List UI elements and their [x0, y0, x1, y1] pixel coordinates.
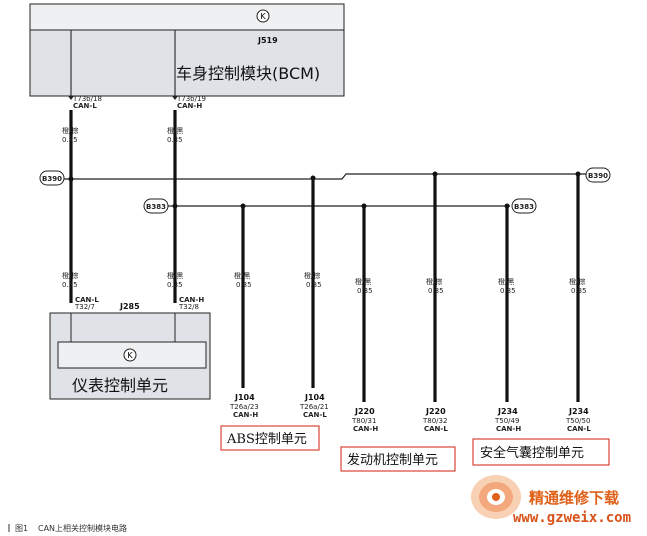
- eng-h-code: J220: [354, 407, 375, 416]
- air-h-signal: CAN-H: [496, 425, 521, 433]
- airbag-unit-box: [472, 438, 610, 466]
- bcm-pin-l: T73b/18: [72, 95, 102, 103]
- wire-cl-h-color: 橙/黑: [167, 271, 183, 280]
- bcm-pin-l-signal: CAN-L: [73, 102, 97, 110]
- wire-bcm-l-gauge: 0.35: [62, 136, 78, 144]
- watermark-url: www.gzweix.com: [513, 510, 631, 526]
- bcm-k-letter: K: [260, 12, 266, 21]
- junction-dot: [172, 203, 178, 209]
- connector-b390-right-label: B390: [588, 172, 608, 180]
- wire-air-l-color: 橙/棕: [569, 277, 585, 286]
- connector-b383-left-label: B383: [146, 203, 166, 211]
- air-h-code: J234: [497, 407, 518, 416]
- abs-l-signal: CAN-L: [303, 411, 327, 419]
- eng-h-signal: CAN-H: [353, 425, 378, 433]
- bus-lines: [62, 173, 586, 207]
- wire-abs-h-color: 橙/黑: [234, 271, 250, 280]
- bcm-body: [29, 29, 345, 97]
- junction-dot: [504, 203, 510, 209]
- cluster-pin-l: T32/7: [74, 303, 95, 311]
- cluster-pin-h: T32/8: [178, 303, 199, 311]
- can-l-bus: [62, 173, 586, 180]
- bcm-pin-h-arrow-icon: [172, 96, 178, 100]
- cluster-k-letter: K: [127, 351, 133, 360]
- wire-bcm-h-color: 橙/黑: [167, 126, 183, 135]
- caption-prefix: 图1: [15, 524, 28, 533]
- bcm-name: 车身控制模块(BCM): [176, 64, 320, 83]
- caption-text: CAN上相关控制模块电路: [38, 523, 127, 533]
- junction-dots: [68, 171, 581, 209]
- abs-l-code: J104: [304, 393, 325, 402]
- abs-h-pin: T26a/23: [229, 403, 259, 411]
- abs-h-code: J104: [234, 393, 255, 402]
- cluster-module: CAN-L T32/7 CAN-H T32/8 J285 K 仪表控制单元: [49, 296, 211, 400]
- cluster-name: 仪表控制单元: [72, 376, 168, 395]
- wire-eng-l-gauge: 0.35: [428, 287, 444, 295]
- junction-dot: [310, 175, 316, 181]
- junction-dot: [240, 203, 246, 209]
- bcm-pins: T73b/18 CAN-L T73b/19 CAN-H: [68, 95, 206, 110]
- connector-b383-left: [143, 198, 169, 214]
- wire-labels: 橙/棕 0.35 橙/黑 0.35 橙/棕 0.35 橙/黑 0.35 橙/黑 …: [62, 126, 587, 295]
- cluster-pin-h-signal: CAN-H: [179, 296, 204, 304]
- watermark: 精通维修下载 www.gzweix.com: [471, 475, 631, 526]
- eng-l-pin: T80/32: [422, 417, 447, 425]
- wire-bcm-l-color: 橙/棕: [62, 126, 78, 135]
- bcm-k-symbol-icon: [256, 9, 270, 23]
- wire-eng-h-color: 橙/黑: [355, 277, 371, 286]
- connector-b383-right-label: B383: [514, 203, 534, 211]
- cluster-pin-l-signal: CAN-L: [75, 296, 99, 304]
- watermark-logo-icon: [471, 475, 521, 519]
- air-l-pin: T50/50: [565, 417, 590, 425]
- wire-air-h-color: 橙/黑: [498, 277, 514, 286]
- wire-air-l-gauge: 0.35: [571, 287, 587, 295]
- bcm-pin-h-signal: CAN-H: [177, 102, 202, 110]
- end-pins: J104 T26a/23 CAN-H J104 T26a/21 CAN-L J2…: [229, 393, 591, 433]
- watermark-name: 精通维修下载: [529, 489, 619, 507]
- eng-l-signal: CAN-L: [424, 425, 448, 433]
- eng-l-code: J220: [425, 407, 446, 416]
- wire-eng-h-gauge: 0.35: [357, 287, 373, 295]
- bcm-top-bar: [29, 3, 345, 31]
- junction-dot: [575, 171, 581, 177]
- air-h-pin: T50/49: [494, 417, 519, 425]
- air-l-signal: CAN-L: [567, 425, 591, 433]
- cluster-code: J285: [119, 302, 140, 311]
- figure-caption: 图1 CAN上相关控制模块电路: [8, 523, 127, 533]
- unit-labels: ABS控制单元 发动机控制单元 安全气囊控制单元: [220, 425, 610, 472]
- wire-cl-h-gauge: 0.35: [167, 281, 183, 289]
- junction-dot: [68, 176, 74, 182]
- bcm-pin-h: T73b/19: [176, 95, 206, 103]
- connector-b390-right: [585, 167, 611, 183]
- cluster-k-symbol-icon: [123, 348, 137, 362]
- wire-bcm-h-gauge: 0.35: [167, 136, 183, 144]
- connector-b383-right: [511, 198, 537, 214]
- air-l-code: J234: [568, 407, 589, 416]
- eng-h-pin: T80/31: [351, 417, 376, 425]
- abs-h-signal: CAN-H: [233, 411, 258, 419]
- bcm-code: J519: [257, 36, 278, 45]
- wire-air-h-gauge: 0.35: [500, 287, 516, 295]
- wire-abs-l-gauge: 0.35: [306, 281, 322, 289]
- connector-b390-left: [39, 170, 65, 186]
- abs-unit-box: [220, 425, 320, 451]
- wire-abs-l-color: 橙/棕: [304, 271, 320, 280]
- bcm-pin-l-arrow-icon: [68, 96, 74, 100]
- connector-tags: B390 B390 B383 B383: [39, 167, 611, 214]
- airbag-unit-label: 安全气囊控制单元: [480, 445, 584, 461]
- connector-b390-left-label: B390: [42, 175, 62, 183]
- junction-dot: [361, 203, 367, 209]
- engine-unit-box: [340, 446, 456, 472]
- junction-dot: [432, 171, 438, 177]
- abs-unit-label: ABS控制单元: [226, 432, 307, 447]
- abs-l-pin: T26a/21: [299, 403, 329, 411]
- wire-abs-h-gauge: 0.35: [236, 281, 252, 289]
- wire-cl-l-gauge: 0.35: [62, 281, 78, 289]
- bcm-module: K J519 车身控制模块(BCM): [29, 3, 345, 97]
- wire-cl-l-color: 橙/棕: [62, 271, 78, 280]
- engine-unit-label: 发动机控制单元: [347, 452, 438, 468]
- wire-eng-l-color: 橙/棕: [426, 277, 442, 286]
